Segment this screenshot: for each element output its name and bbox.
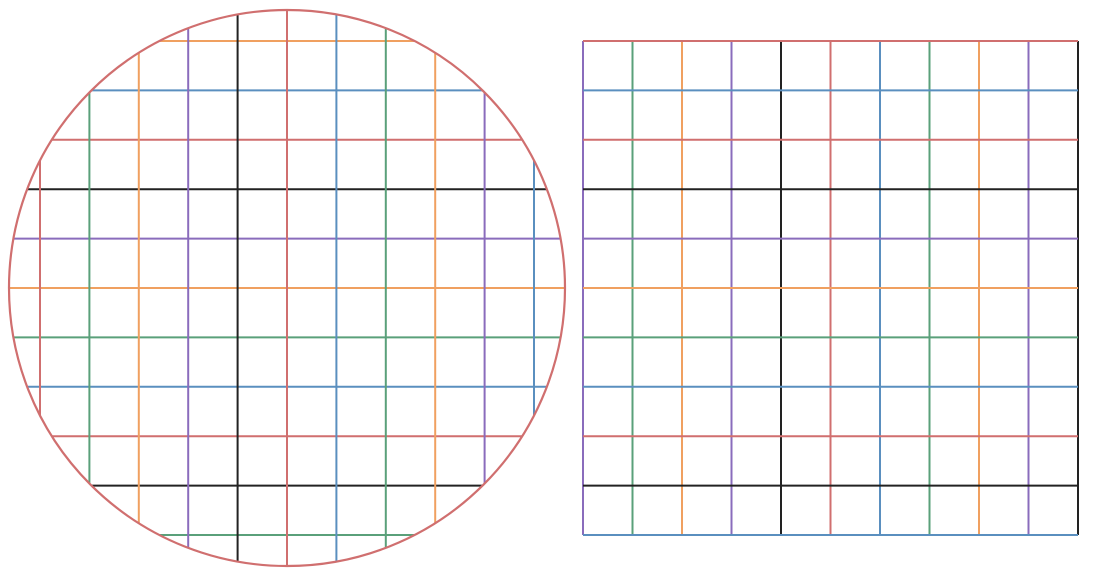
circular-grid [7, 8, 567, 568]
circle-outline [7, 8, 567, 568]
square-grid [582, 40, 1079, 536]
